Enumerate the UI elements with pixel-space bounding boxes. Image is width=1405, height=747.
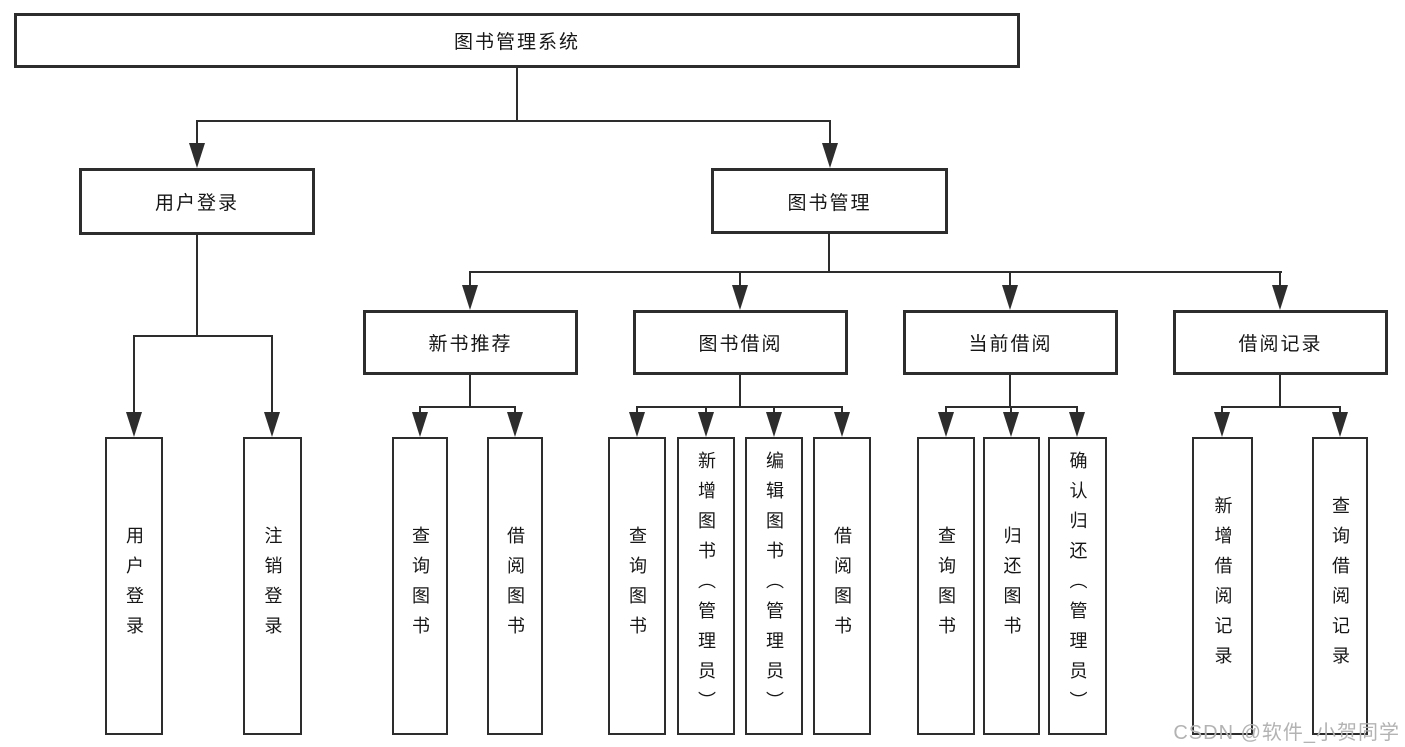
connector-line <box>1279 375 1281 407</box>
leaf-label: 查询图书 <box>627 526 647 646</box>
leaf-label: 注销登录 <box>262 526 283 646</box>
arrowhead-down-icon <box>732 285 748 310</box>
connector-line <box>469 271 1282 273</box>
connector-line <box>419 406 421 415</box>
node-book-borrowing: 图书借阅 <box>633 310 848 375</box>
arrowhead-down-icon <box>1003 412 1019 437</box>
connector-line <box>1076 406 1078 415</box>
connector-line <box>828 234 830 273</box>
arrowhead-down-icon <box>822 143 838 168</box>
leaf-query-books-recommend: 查询图书 <box>392 437 448 735</box>
leaf-user-login: 用户登录 <box>105 437 163 735</box>
leaf-logout: 注销登录 <box>243 437 302 735</box>
leaf-label: 确认归还（管理员） <box>1067 451 1088 721</box>
leaf-label: 新增借阅记录 <box>1212 496 1233 676</box>
leaf-label: 查询图书 <box>410 526 430 646</box>
arrowhead-down-icon <box>1002 285 1018 310</box>
leaf-label: 借阅图书 <box>832 526 852 646</box>
arrowhead-down-icon <box>1332 412 1348 437</box>
leaf-return-books: 归还图书 <box>983 437 1040 735</box>
connector-line <box>1339 406 1341 415</box>
connector-line <box>1010 406 1012 415</box>
arrowhead-down-icon <box>412 412 428 437</box>
connector-line <box>739 375 741 407</box>
leaf-query-borrow-record: 查询借阅记录 <box>1312 437 1368 735</box>
connector-line <box>514 406 516 415</box>
connector-line <box>271 335 273 414</box>
arrowhead-down-icon <box>1272 285 1288 310</box>
arrowhead-down-icon <box>189 143 205 168</box>
connector-line <box>1221 406 1223 415</box>
arrowhead-down-icon <box>1069 412 1085 437</box>
node-user-login-group: 用户登录 <box>79 168 315 235</box>
connector-line <box>636 406 843 408</box>
connector-line <box>196 120 831 122</box>
connector-line <box>829 120 831 146</box>
connector-line <box>841 406 843 415</box>
leaf-label: 新增图书（管理员） <box>696 451 716 721</box>
connector-line <box>516 68 518 121</box>
leaf-borrow-books: 借阅图书 <box>813 437 871 735</box>
connector-line <box>196 235 198 335</box>
arrowhead-down-icon <box>629 412 645 437</box>
connector-line <box>1009 375 1011 407</box>
leaf-add-books-admin: 新增图书（管理员） <box>677 437 735 735</box>
leaf-label: 编辑图书（管理员） <box>764 451 784 721</box>
leaf-query-books-borrowing: 查询图书 <box>608 437 666 735</box>
connector-line <box>133 335 273 337</box>
connector-line <box>419 406 516 408</box>
node-borrowing-records: 借阅记录 <box>1173 310 1388 375</box>
leaf-confirm-return-admin: 确认归还（管理员） <box>1048 437 1107 735</box>
leaf-add-borrow-record: 新增借阅记录 <box>1192 437 1253 735</box>
connector-line <box>705 406 707 415</box>
leaf-label: 用户登录 <box>124 526 144 646</box>
leaf-label: 归还图书 <box>1001 526 1022 646</box>
connector-line <box>739 271 741 287</box>
node-current-borrowing: 当前借阅 <box>903 310 1118 375</box>
connector-line <box>1221 406 1341 408</box>
connector-line <box>773 406 775 415</box>
connector-line <box>945 406 947 415</box>
arrowhead-down-icon <box>126 412 142 437</box>
node-library-management-system: 图书管理系统 <box>14 13 1020 68</box>
connector-line <box>133 335 135 414</box>
arrowhead-down-icon <box>766 412 782 437</box>
connector-line <box>469 375 471 407</box>
arrowhead-down-icon <box>462 285 478 310</box>
arrowhead-down-icon <box>698 412 714 437</box>
leaf-label: 借阅图书 <box>505 526 525 646</box>
arrowhead-down-icon <box>1214 412 1230 437</box>
connector-line <box>1009 271 1011 287</box>
node-book-management: 图书管理 <box>711 168 948 234</box>
connector-line <box>196 120 198 146</box>
leaf-label: 查询借阅记录 <box>1330 496 1350 676</box>
leaf-edit-books-admin: 编辑图书（管理员） <box>745 437 803 735</box>
leaf-label: 查询图书 <box>936 526 956 646</box>
arrowhead-down-icon <box>834 412 850 437</box>
node-new-book-recommend: 新书推荐 <box>363 310 578 375</box>
arrowhead-down-icon <box>938 412 954 437</box>
leaf-borrow-books-recommend: 借阅图书 <box>487 437 543 735</box>
arrowhead-down-icon <box>264 412 280 437</box>
connector-line <box>469 271 471 287</box>
leaf-query-books-current: 查询图书 <box>917 437 975 735</box>
csdn-watermark: CSDN @软件_小贺同学 <box>1173 722 1400 744</box>
connector-line <box>1279 271 1281 287</box>
connector-line <box>636 406 638 415</box>
arrowhead-down-icon <box>507 412 523 437</box>
